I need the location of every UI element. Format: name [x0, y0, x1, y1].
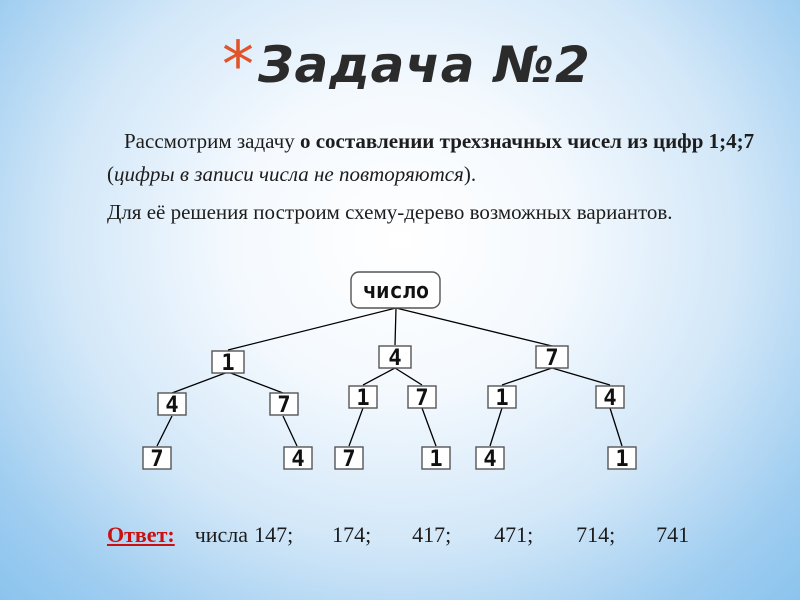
tree-edges [156, 307, 623, 447]
tree-node-l3-d-label: 1 [429, 447, 442, 472]
edge-1-4 [171, 371, 229, 394]
tree-node-l2-e-label: 1 [495, 386, 508, 411]
tree-node-l3-c-label: 7 [342, 447, 355, 472]
tree-node-l1-b-label: 4 [388, 346, 401, 371]
paragraph-1: Рассмотрим задачу о составлении трехзнач… [107, 125, 767, 191]
edge-7-4 [551, 367, 611, 386]
answer-number: 471; [494, 522, 534, 547]
edge-1-7 [227, 371, 284, 394]
tree-node-l2-f-label: 4 [603, 386, 616, 411]
paragraph-2: Для её решения построим схему-дерево воз… [107, 200, 673, 224]
tree-node-l3-a: 7 [142, 446, 172, 472]
edge-17-4 [282, 415, 298, 447]
tree-node-l3-b-label: 4 [291, 447, 304, 472]
tree-node-root-label: число [363, 279, 429, 304]
tree-node-l2-c: 1 [348, 385, 378, 411]
edge-7-1 [501, 367, 553, 386]
edge-root-7 [395, 307, 553, 347]
title-text: Задача №2 [258, 36, 591, 94]
tree-node-root: число [350, 271, 441, 309]
tree-node-l1-a: 1 [211, 350, 245, 376]
edge-4-7 [394, 367, 423, 386]
tree-node-l1-c: 7 [535, 345, 569, 371]
tree-node-l2-c-label: 1 [356, 386, 369, 411]
tree-node-l3-f-label: 1 [615, 447, 628, 472]
answer-label: Ответ: [107, 522, 175, 547]
tree-node-l3-c: 7 [334, 446, 364, 472]
answer-number: 417; [412, 522, 452, 547]
answer-prefix: числа [194, 522, 249, 547]
tree-node-l1-b: 4 [378, 345, 412, 371]
tree-node-l3-e: 4 [475, 446, 505, 472]
tree-node-l1-c-label: 7 [545, 346, 558, 371]
tree-node-l2-e: 1 [487, 385, 517, 411]
edge-4-1 [362, 367, 396, 386]
tree-node-l3-e-label: 4 [483, 447, 496, 472]
tree-node-l2-b-label: 7 [277, 393, 290, 418]
answer-number: 741 [656, 522, 690, 547]
answer-number: 147; [254, 522, 294, 547]
tree-node-l3-d: 1 [421, 446, 451, 472]
tree-node-l2-a: 4 [157, 392, 187, 418]
edge-14-7 [156, 415, 173, 447]
title-bullet-icon: * [222, 29, 254, 103]
tree-node-l2-a-label: 4 [165, 393, 178, 418]
tree-node-l2-f: 4 [595, 385, 625, 411]
edge-71-4 [489, 407, 503, 447]
p1-bold-text: о составлении трехзначных чисел из цифр … [299, 129, 755, 153]
edge-root-1 [227, 307, 397, 351]
tree-node-l3-b: 4 [283, 446, 313, 472]
tree-node-l2-d-label: 7 [415, 386, 428, 411]
p1-italic-text: цифры в записи числа не повторяются [114, 162, 464, 186]
answer-number: 174; [332, 522, 372, 547]
edge-root-4 [394, 307, 397, 346]
p1-text-5: ). [463, 162, 477, 186]
p1-text-1: Рассмотрим задачу [124, 129, 300, 153]
p1-text-3: ( [107, 162, 114, 186]
tree-node-l3-f: 1 [607, 446, 637, 472]
tree-node-l1-a-label: 1 [221, 351, 234, 376]
edge-41-7 [348, 407, 364, 447]
answer-number: 714; [576, 522, 616, 547]
edge-47-1 [421, 407, 437, 447]
tree-node-l2-b: 7 [269, 392, 299, 418]
slide-title: * Задача №2 [222, 30, 591, 100]
tree-node-l2-d: 7 [407, 385, 437, 411]
answer-line: Ответ: числа 147; 174; 417; 471; 714; 74… [107, 522, 689, 548]
tree-node-l3-a-label: 7 [150, 447, 163, 472]
edge-74-1 [609, 407, 623, 447]
